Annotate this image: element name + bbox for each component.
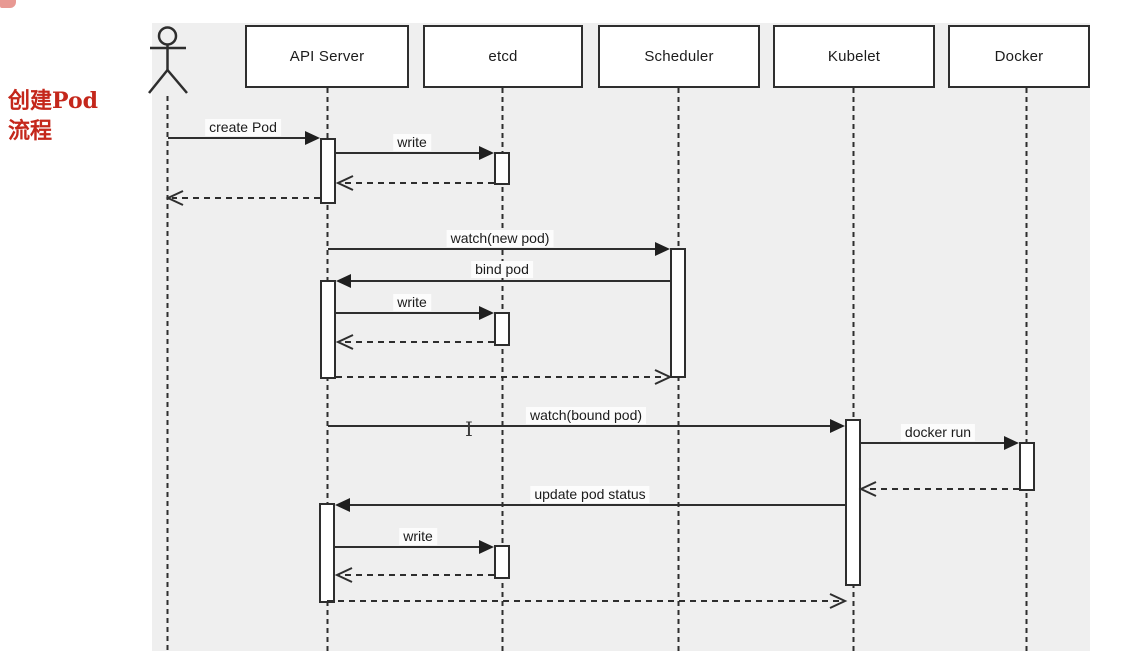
open-arrowhead-return-3 — [335, 334, 354, 350]
arrowhead-update-pod-status — [335, 498, 350, 512]
message-label-docker-run: docker run — [900, 424, 976, 441]
participant-etcd: etcd — [423, 25, 583, 88]
participant-scheduler: Scheduler — [598, 25, 760, 88]
annotation-line-2: 流程 — [8, 118, 53, 144]
open-arrowhead-return-2 — [165, 190, 184, 206]
arrowhead-docker-run — [1004, 436, 1019, 450]
actor-icon — [148, 26, 188, 94]
message-label-write-3: write — [399, 528, 437, 545]
activation-api-server-2 — [320, 280, 336, 379]
activation-etcd-3 — [494, 545, 510, 579]
participant-api-server: API Server — [245, 25, 409, 88]
participant-docker-label: Docker — [994, 48, 1044, 65]
open-arrowhead-return-5 — [858, 481, 877, 497]
arrowhead-watch-bound-pod — [830, 419, 845, 433]
annotation-line-1: 创建Pod — [8, 88, 99, 114]
participant-kubelet: Kubelet — [773, 25, 935, 88]
participant-scheduler-label: Scheduler — [644, 48, 714, 65]
participant-api-server-label: API Server — [289, 48, 365, 65]
arrowhead-write-3 — [479, 540, 494, 554]
activation-kubelet — [845, 419, 861, 586]
open-arrowhead-return-7 — [829, 593, 848, 609]
participant-kubelet-label: Kubelet — [827, 48, 881, 65]
text-cursor-icon: I — [465, 417, 473, 441]
open-arrowhead-return-6 — [334, 567, 353, 583]
message-label-update-pod-status: update pod status — [530, 486, 650, 503]
message-label-watch-new-pod: watch(new pod) — [446, 230, 554, 247]
activation-etcd-1 — [494, 152, 510, 185]
annotation-title: 创建Pod 流程 — [8, 86, 148, 146]
message-label-write-2: write — [393, 294, 431, 311]
arrowhead-watch-new-pod — [655, 242, 670, 256]
arrowhead-write-2 — [479, 306, 494, 320]
activation-api-server-1 — [320, 138, 336, 204]
corner-mark — [0, 0, 16, 8]
participant-etcd-label: etcd — [488, 48, 518, 65]
activation-etcd-2 — [494, 312, 510, 346]
open-arrowhead-return-1 — [335, 175, 354, 191]
message-label-write-1: write — [393, 134, 431, 151]
message-label-watch-bound-pod: watch(bound pod) — [525, 407, 647, 424]
diagram-background — [152, 23, 1090, 651]
participant-docker: Docker — [948, 25, 1090, 88]
open-arrowhead-return-4 — [654, 369, 673, 385]
arrowhead-bind-pod — [336, 274, 351, 288]
arrowhead-write-1 — [479, 146, 494, 160]
activation-scheduler — [670, 248, 686, 378]
arrowhead-create-pod — [305, 131, 320, 145]
message-label-create-pod: create Pod — [205, 119, 281, 136]
message-label-bind-pod: bind pod — [471, 261, 533, 278]
activation-docker — [1019, 442, 1035, 491]
